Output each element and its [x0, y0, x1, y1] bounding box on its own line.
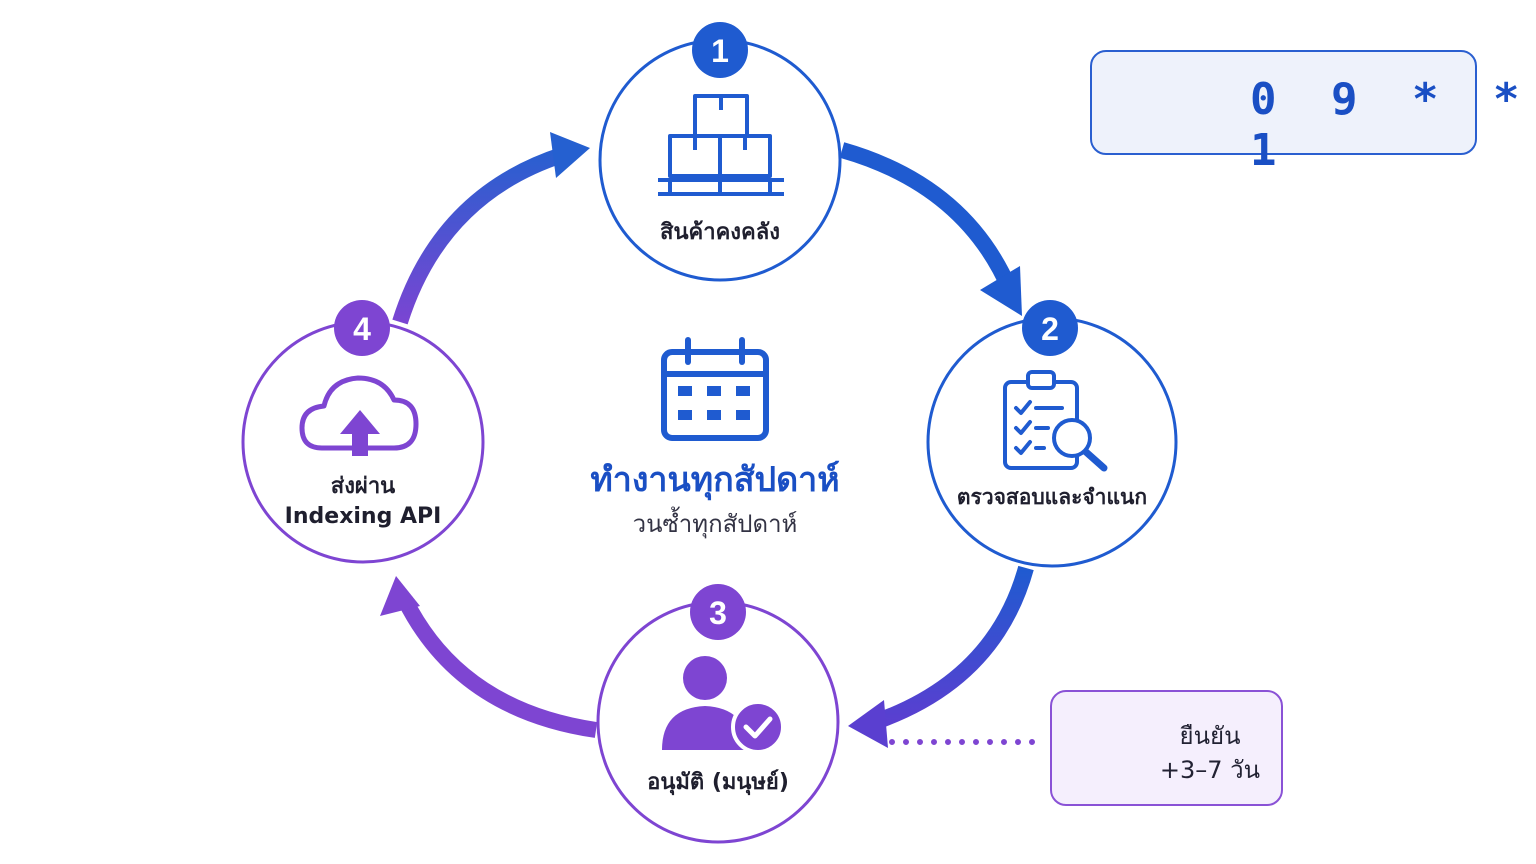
step-badge	[692, 22, 748, 78]
step-number: 3	[709, 595, 727, 631]
step-2-node: 2	[926, 300, 1178, 568]
clipboard-search-icon	[1003, 370, 1108, 472]
step-badge	[334, 300, 390, 356]
step-4-node: 4	[241, 300, 485, 564]
center-title: ทำงานทุกสัปดาห์	[590, 460, 840, 500]
cloud-upload-icon	[299, 375, 419, 456]
step-1-label: สินค้าคงคลัง	[660, 220, 780, 245]
cycle-arrow-4-to-1	[392, 132, 590, 325]
schedule-box	[1090, 50, 1477, 155]
step-number: 2	[1041, 311, 1059, 347]
confirm-box	[1050, 690, 1283, 806]
step-1-node: 1	[598, 22, 842, 282]
schedule-cron: 0 9 * * 1	[1250, 74, 1534, 176]
cycle-arrow-2-to-3	[848, 565, 1034, 748]
step-badge	[690, 584, 746, 640]
boxes-pallet-icon	[658, 94, 784, 196]
cycle-arrow-3-to-4	[380, 576, 598, 738]
step-4-label-line2: Indexing API	[284, 504, 442, 529]
confirm-label: ยืนยัน	[1179, 722, 1241, 750]
step-number: 4	[353, 311, 371, 347]
step-number: 1	[711, 33, 729, 69]
step-3-label: อนุมัติ (มนุษย์)	[647, 770, 789, 795]
user-check-icon	[662, 656, 785, 754]
confirm-duration: +3–7 วัน	[1159, 756, 1261, 784]
step-badge	[1022, 300, 1078, 356]
step-4-label-line1: ส่งผ่าน	[330, 474, 396, 499]
center-subtitle: วนซ้ำทุกสัปดาห์	[632, 510, 798, 538]
cycle-arrow-1-to-2	[839, 142, 1022, 316]
step-2-label: ตรวจสอบและจำแนก	[956, 485, 1148, 509]
calendar-icon	[661, 337, 769, 441]
step-3-node: 3	[596, 584, 840, 844]
